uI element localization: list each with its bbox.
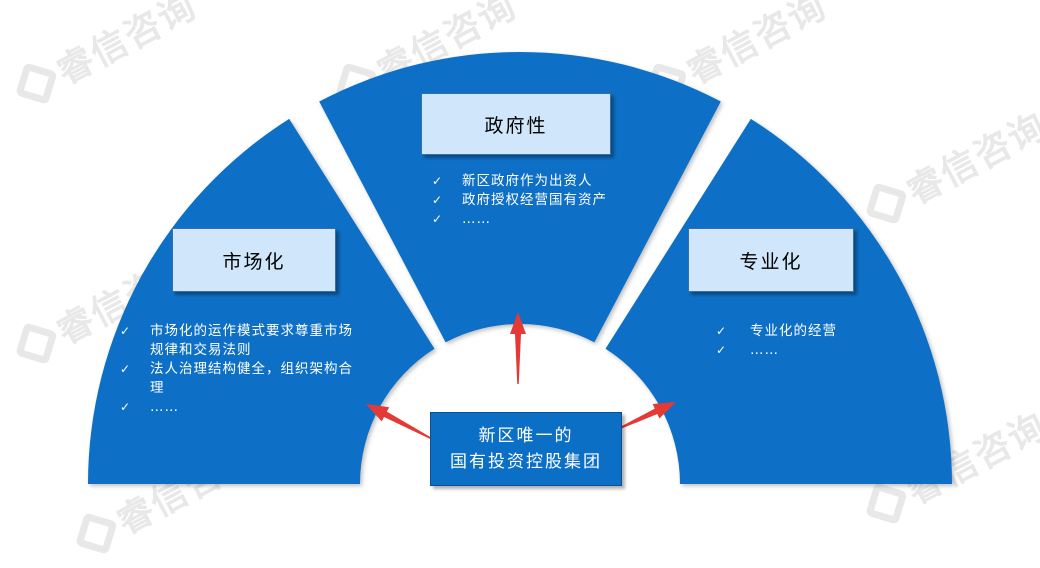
segment-left-title: 市场化 — [172, 228, 336, 292]
diagram-canvas: 睿信咨询 睿信咨询 睿信咨询 睿信咨询 睿信咨询 睿信咨询 睿信咨询 市场化 政… — [15, 0, 1040, 555]
segment-middle — [319, 52, 721, 343]
arrow-left — [366, 404, 435, 441]
check-icon: ✓ — [120, 362, 132, 376]
segment-middle-title: 政府性 — [421, 93, 611, 155]
arrow-right — [615, 402, 676, 431]
check-icon: ✓ — [716, 343, 728, 357]
check-icon: ✓ — [432, 212, 444, 226]
list-item: ✓政府授权经营国有资产 — [432, 192, 607, 208]
list-item: ✓市场化的运作模式要求尊重市场规律和交易法则 — [120, 323, 353, 358]
center-line-1: 新区唯一的 — [478, 426, 574, 446]
list-item: ✓…… — [432, 211, 491, 227]
segment-left — [88, 118, 435, 484]
center-company-box: 新区唯一的 国有投资控股集团 — [430, 412, 622, 486]
segment-right-title-text: 专业化 — [739, 250, 803, 273]
segment-left-bullets: ✓市场化的运作模式要求尊重市场规律和交易法则 ✓法人治理结构健全，组织架构合理 … — [120, 322, 358, 417]
list-item: ✓法人治理结构健全，组织架构合理 — [120, 361, 353, 396]
check-icon: ✓ — [120, 324, 132, 338]
list-item: ✓…… — [716, 342, 779, 358]
segment-right-bullets: ✓专业化的经营 ✓…… — [716, 322, 916, 360]
check-icon: ✓ — [432, 174, 444, 188]
segment-right-title: 专业化 — [688, 228, 854, 292]
segment-middle-title-text: 政府性 — [484, 114, 548, 137]
list-item: ✓专业化的经营 — [716, 323, 837, 339]
check-icon: ✓ — [716, 324, 728, 338]
segment-middle-bullets: ✓新区政府作为出资人 ✓政府授权经营国有资产 ✓…… — [432, 172, 652, 229]
check-icon: ✓ — [120, 400, 132, 414]
arrow-up — [510, 312, 526, 384]
fan-diagram — [88, 52, 952, 484]
center-line-2: 国有投资控股集团 — [450, 452, 602, 472]
list-item: ✓…… — [120, 399, 179, 415]
segment-left-title-text: 市场化 — [222, 250, 286, 273]
list-item: ✓新区政府作为出资人 — [432, 173, 593, 189]
check-icon: ✓ — [432, 193, 444, 207]
segment-right — [605, 118, 952, 484]
